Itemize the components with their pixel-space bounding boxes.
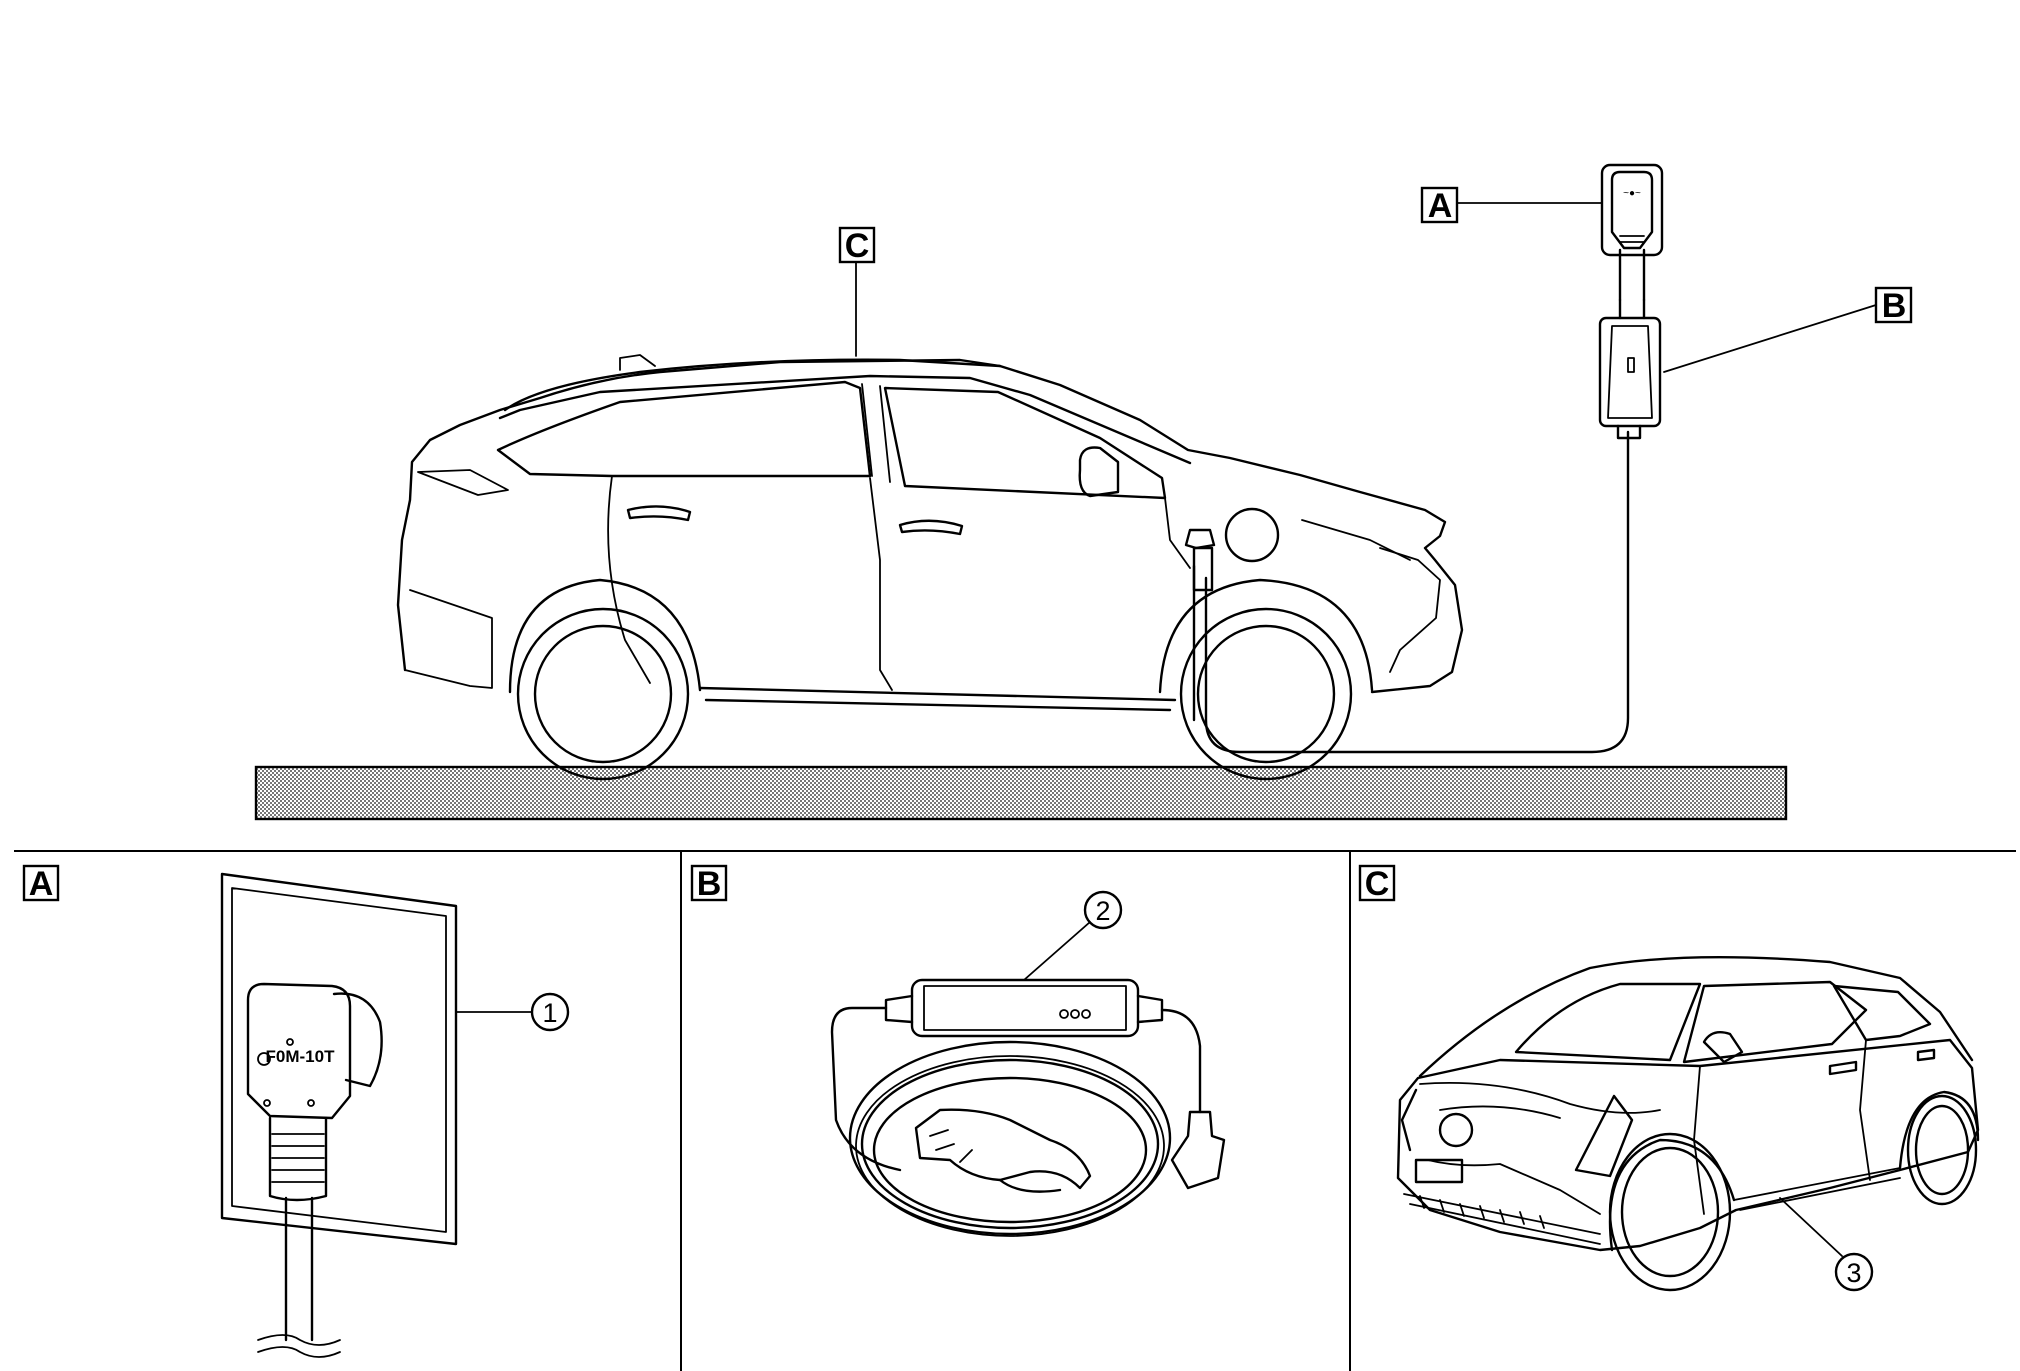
number-2: 2: [1083, 890, 1123, 930]
callout-b-label: B: [1882, 287, 1907, 325]
car-side-icon: [396, 354, 1464, 781]
callout-b: B: [1874, 286, 1913, 325]
plug: F0M-10T: [246, 982, 383, 1358]
callout-c: C: [838, 226, 876, 265]
number-1: 1: [530, 992, 570, 1032]
car-front-icon: [1396, 956, 1980, 1292]
callout-a: A: [1420, 186, 1459, 225]
wall-outlet-icon: ~●~: [1600, 163, 1664, 302]
rear-wheel-c: [1898, 1090, 1980, 1206]
callout-a-label: A: [1428, 187, 1453, 225]
panel-dividers: [14, 850, 2016, 1371]
callout-leaders: [855, 202, 1877, 373]
panel-c: C: [1358, 864, 1980, 1292]
panel-a: A F0M-10T 1: [22, 864, 570, 1358]
number-3-label: 3: [1846, 1258, 1861, 1288]
outlet-plug-mark: ~●~: [1623, 188, 1641, 199]
panel-a-label: A: [29, 865, 54, 903]
callout-c-label: C: [845, 227, 870, 265]
front-wheel-c: [1608, 1132, 1736, 1292]
charge-cable-icon: [830, 978, 1226, 1237]
control-box-icon: [1598, 298, 1662, 440]
panel-c-label: C: [1365, 865, 1390, 903]
number-1-label: 1: [542, 998, 557, 1028]
number-3: 3: [1834, 1252, 1874, 1292]
panel-b-label: B: [697, 865, 722, 903]
plug-marking: F0M-10T: [266, 1047, 336, 1066]
front-wheel: [1158, 578, 1374, 781]
number-2-label: 2: [1095, 896, 1110, 926]
wall-plate: [220, 872, 458, 1246]
charge-cable-icon: [1184, 430, 1630, 754]
panel-b: B 2: [690, 864, 1226, 1237]
rear-wheel: [508, 578, 702, 781]
ground-floor: [254, 765, 1788, 821]
